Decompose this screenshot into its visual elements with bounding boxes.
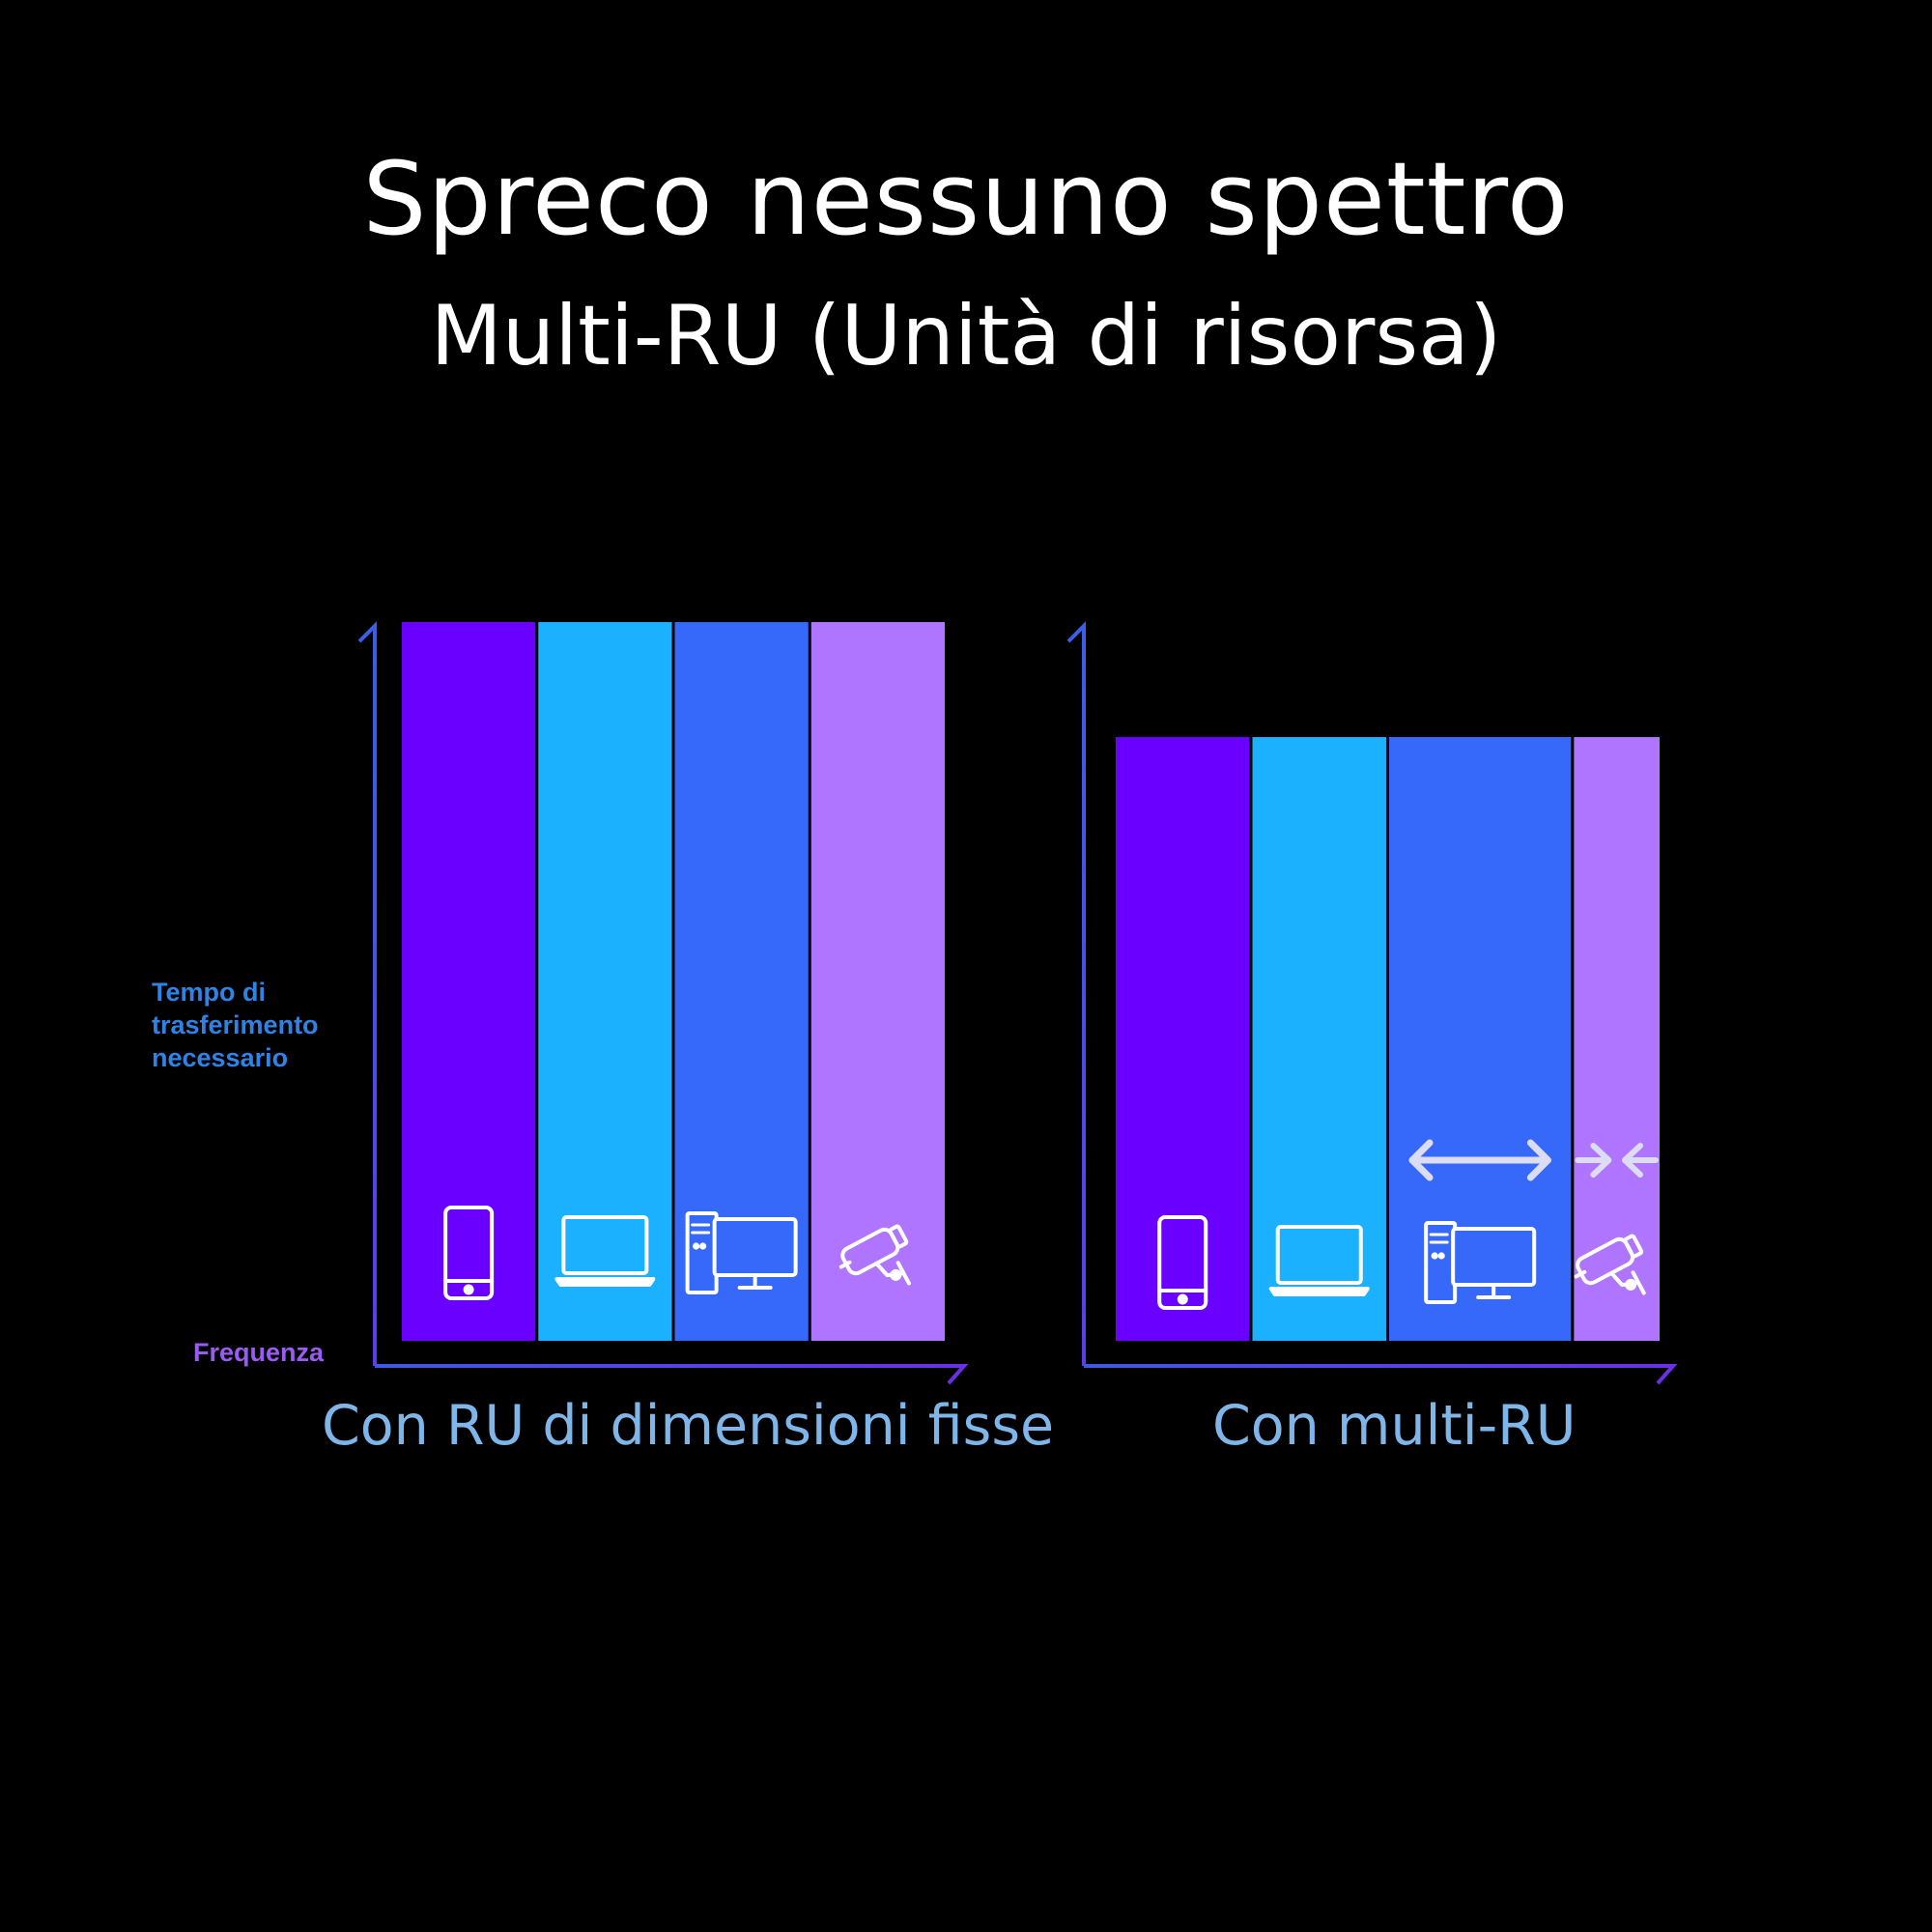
fixed-ru-caption: Con RU di dimensioni fisse bbox=[322, 1394, 1055, 1458]
smartphone-icon bbox=[443, 1206, 495, 1300]
security-camera-icon bbox=[838, 1224, 911, 1286]
laptop-icon bbox=[1268, 1225, 1370, 1296]
x-axis-line bbox=[1084, 1364, 1678, 1385]
fixed-ru-panel bbox=[402, 622, 945, 1341]
ru-block bbox=[810, 622, 945, 1341]
expand-arrow-icon bbox=[1408, 1139, 1551, 1181]
desktop-computer-icon bbox=[1424, 1221, 1537, 1304]
shrink-arrows-icon bbox=[1575, 1143, 1659, 1178]
y-axis-line bbox=[357, 621, 377, 1366]
multi-ru-panel bbox=[1116, 737, 1660, 1341]
ru-block bbox=[538, 622, 672, 1341]
x-axis-label: Frequenza bbox=[193, 1338, 325, 1367]
multi-ru-caption: Con multi-RU bbox=[1212, 1394, 1577, 1458]
y-axis-label: Tempo di trasferimento necessario bbox=[152, 978, 319, 1072]
ru-block bbox=[1116, 737, 1250, 1341]
right-panel-axes bbox=[1066, 621, 1678, 1385]
ru-block bbox=[402, 622, 536, 1341]
desktop-computer-icon bbox=[685, 1211, 798, 1294]
page-title: Spreco nessuno spettro bbox=[362, 140, 1570, 258]
ru-block bbox=[1252, 737, 1386, 1341]
page-subtitle: Multi-RU (Unità di risorsa) bbox=[430, 288, 1502, 384]
ru-block bbox=[1574, 737, 1660, 1341]
smartphone-icon bbox=[1157, 1215, 1208, 1310]
left-panel-axes bbox=[357, 621, 969, 1385]
laptop-icon bbox=[554, 1215, 656, 1287]
security-camera-icon bbox=[1574, 1234, 1646, 1295]
y-axis-line bbox=[1066, 621, 1086, 1366]
x-axis-line bbox=[375, 1364, 969, 1385]
